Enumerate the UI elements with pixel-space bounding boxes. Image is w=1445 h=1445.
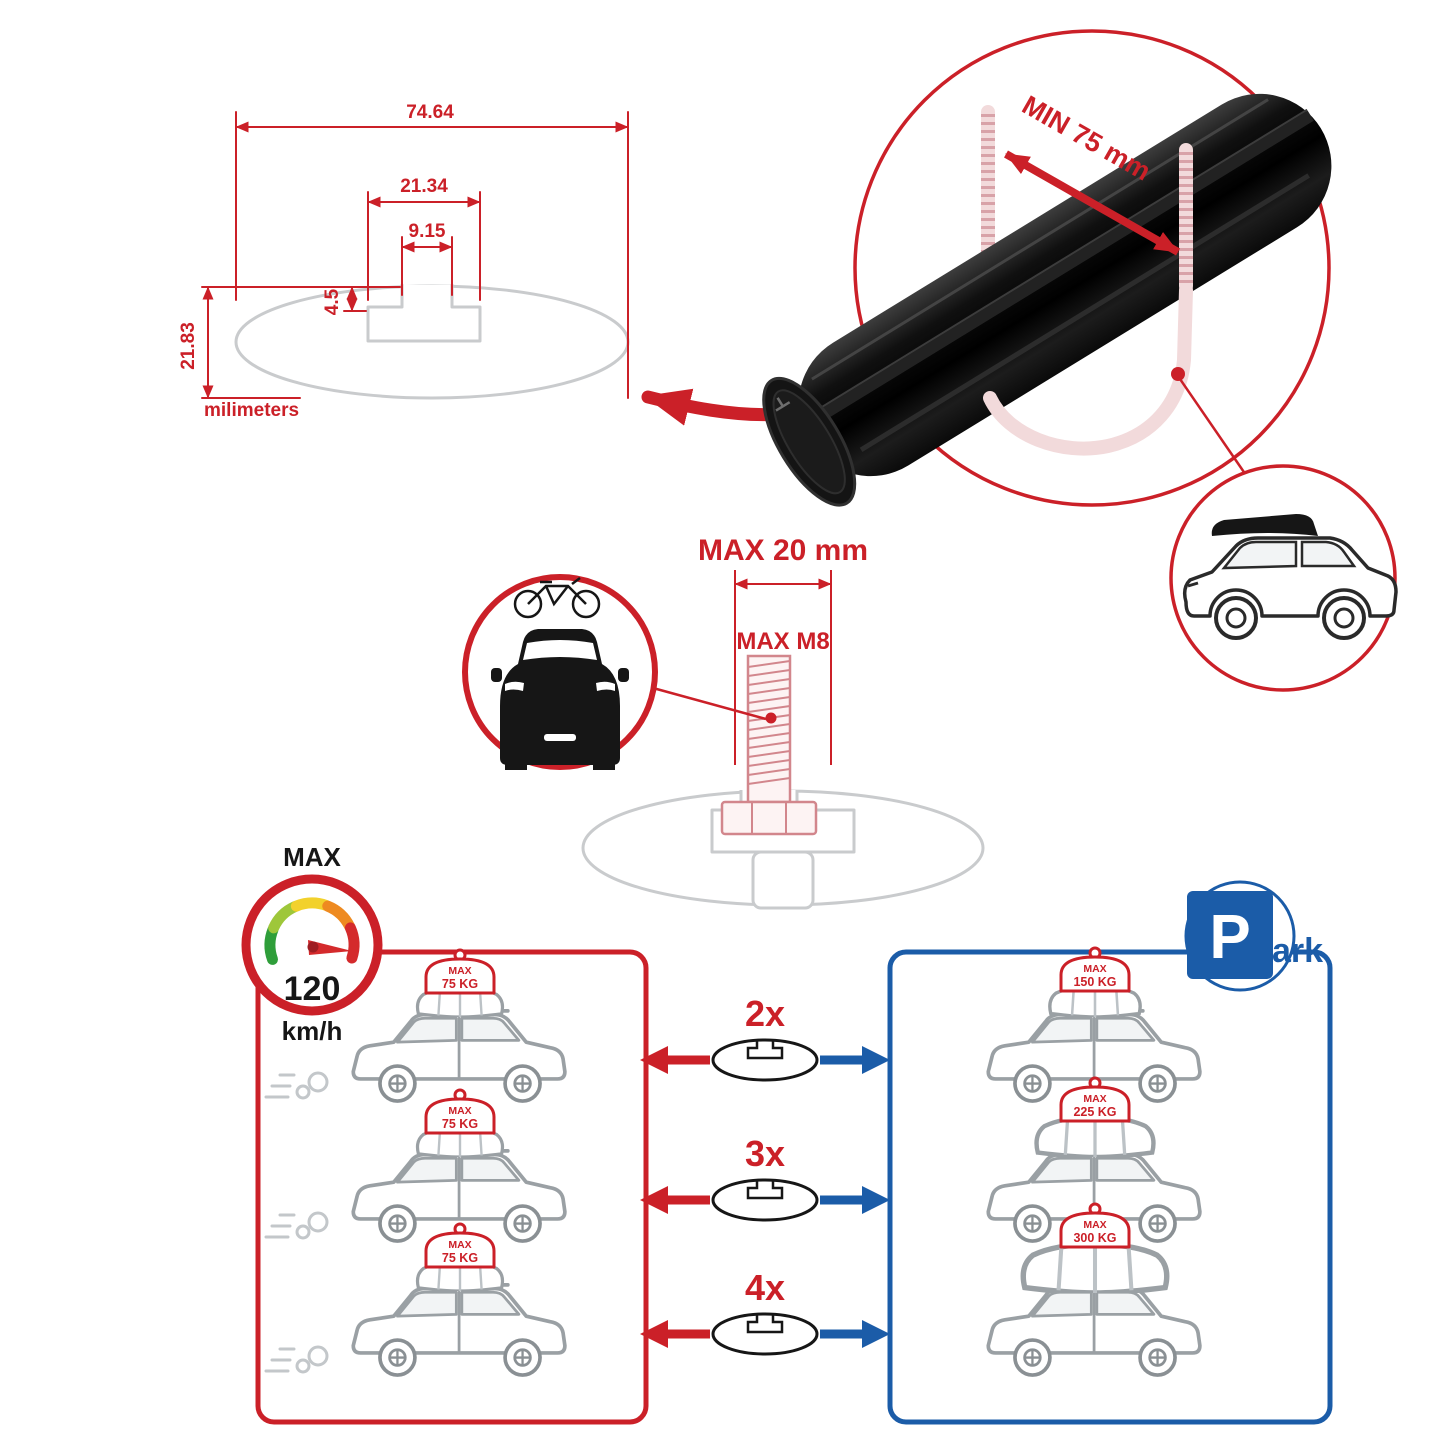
gauge-hub xyxy=(307,941,319,953)
load-tag-value: 75 KG xyxy=(442,1251,478,1265)
motion-lines xyxy=(264,1211,329,1240)
arrow-right-icon xyxy=(862,1320,890,1348)
dim-slot-opening-text: 9.15 xyxy=(409,221,446,242)
load-tag-value: 75 KG xyxy=(442,977,478,991)
load-tag-value: 75 KG xyxy=(442,1117,478,1131)
load-tag-label: MAX xyxy=(448,1239,471,1251)
lower-clamp-piece xyxy=(751,850,815,910)
load-tag: MAX 75 KG xyxy=(424,948,496,995)
load-tag: MAX 75 KG xyxy=(424,1088,496,1135)
park-letter: P xyxy=(1209,903,1250,972)
arrow-right-icon xyxy=(862,1186,890,1214)
load-tag-label: MAX xyxy=(1083,963,1106,975)
crossbar-count-column: 2x 3x 4x xyxy=(640,993,890,1356)
cargo-bag-icon xyxy=(1023,1244,1166,1293)
load-tag: MAX 300 KG xyxy=(1059,1202,1131,1249)
count-text: 4x xyxy=(745,1267,785,1308)
count-row-1: 2x xyxy=(640,993,890,1082)
crossbar-profile-slot xyxy=(366,283,482,343)
load-tag-label: MAX xyxy=(448,1105,471,1117)
speed-units: km/h xyxy=(282,1016,343,1046)
bike-icon xyxy=(513,577,601,619)
parked-row-2: MAX 225 KG xyxy=(986,1076,1202,1244)
driving-panel: MAX 75 KG MAX 75 KG xyxy=(264,948,567,1378)
load-tag: MAX 75 KG xyxy=(424,1222,496,1269)
dim-lip-depth-text: 4.5 xyxy=(322,288,343,315)
crossbar-end-icon xyxy=(711,1178,819,1222)
driving-row-3: MAX 75 KG xyxy=(264,1222,567,1378)
car-front-badge xyxy=(462,574,658,770)
driving-row-2: MAX 75 KG xyxy=(264,1088,567,1244)
motion-lines xyxy=(264,1071,329,1100)
count-text: 2x xyxy=(745,993,785,1034)
bike-badge-connector xyxy=(652,686,767,721)
bolt-icon xyxy=(720,654,818,836)
motion-lines xyxy=(264,1345,329,1374)
load-tag-label: MAX xyxy=(448,965,471,977)
units-text: milimeters xyxy=(204,400,299,421)
park-sign: P ark xyxy=(1184,880,1323,992)
roofbox-car-badge xyxy=(1169,464,1398,692)
cross-section-diagram: 74.64 21.34 9.15 4.5 21.83 milimeters xyxy=(178,102,630,421)
gauge-needle-icon xyxy=(308,940,352,955)
load-tag-label: MAX xyxy=(1083,1093,1106,1105)
load-tag-value: 300 KG xyxy=(1073,1231,1116,1245)
min-span-arrow xyxy=(1004,150,1180,256)
dim-slot-outer-text: 21.34 xyxy=(400,176,448,197)
max-length-text: MAX 20 mm xyxy=(698,534,868,567)
speed-max-label: MAX xyxy=(283,842,341,872)
speed-value: 120 xyxy=(284,970,341,1008)
crossbar-closeup: MIN 75 mm xyxy=(762,29,1332,507)
cargo-bag-icon xyxy=(1037,1117,1154,1157)
dim-total-height-text: 21.83 xyxy=(178,322,199,370)
load-tag-value: 150 KG xyxy=(1073,975,1116,989)
clamp-strap-icon xyxy=(983,283,1193,456)
park-sign-square xyxy=(1187,891,1273,979)
parked-row-3: MAX 300 KG xyxy=(986,1202,1202,1378)
parked-panel: MAX 150 KG MAX 225 KG MAX 300 KG xyxy=(986,946,1202,1378)
count-row-3: 4x xyxy=(640,1267,890,1356)
max-thread-text: MAX M8 xyxy=(736,628,829,655)
crossbar-3d-icon xyxy=(762,93,1332,507)
crossbar-end-icon xyxy=(711,1312,819,1356)
arrow-left-icon xyxy=(640,1320,668,1348)
gauge-arc-icon xyxy=(264,897,360,965)
badge-connector-line xyxy=(1178,378,1250,479)
load-tag-label: MAX xyxy=(1083,1219,1106,1231)
speed-limit-gauge: MAX 120 km/h xyxy=(241,842,383,1046)
load-tag-value: 225 KG xyxy=(1073,1105,1116,1119)
count-row-2: 3x xyxy=(640,1133,890,1222)
crossbar-end-icon xyxy=(711,1038,819,1082)
dim-total-width-text: 74.64 xyxy=(406,102,454,123)
load-tag: MAX 150 KG xyxy=(1059,946,1131,993)
load-tag: MAX 225 KG xyxy=(1059,1076,1131,1123)
count-text: 3x xyxy=(745,1133,785,1174)
bolt-spec-diagram: MAX 20 mm MAX M8 xyxy=(581,534,985,910)
clamp-contact-dot xyxy=(1171,367,1185,381)
arrow-left-icon xyxy=(640,1046,668,1074)
thread-pointer-dot xyxy=(765,712,777,724)
parked-row-1: MAX 150 KG xyxy=(986,946,1202,1104)
car-front-icon xyxy=(491,629,629,770)
suv-with-roofbox-icon xyxy=(1182,514,1398,640)
arrow-right-icon xyxy=(862,1046,890,1074)
arrow-left-icon xyxy=(640,1186,668,1214)
park-suffix: ark xyxy=(1272,932,1323,970)
driving-row-1: MAX 75 KG xyxy=(264,948,567,1104)
